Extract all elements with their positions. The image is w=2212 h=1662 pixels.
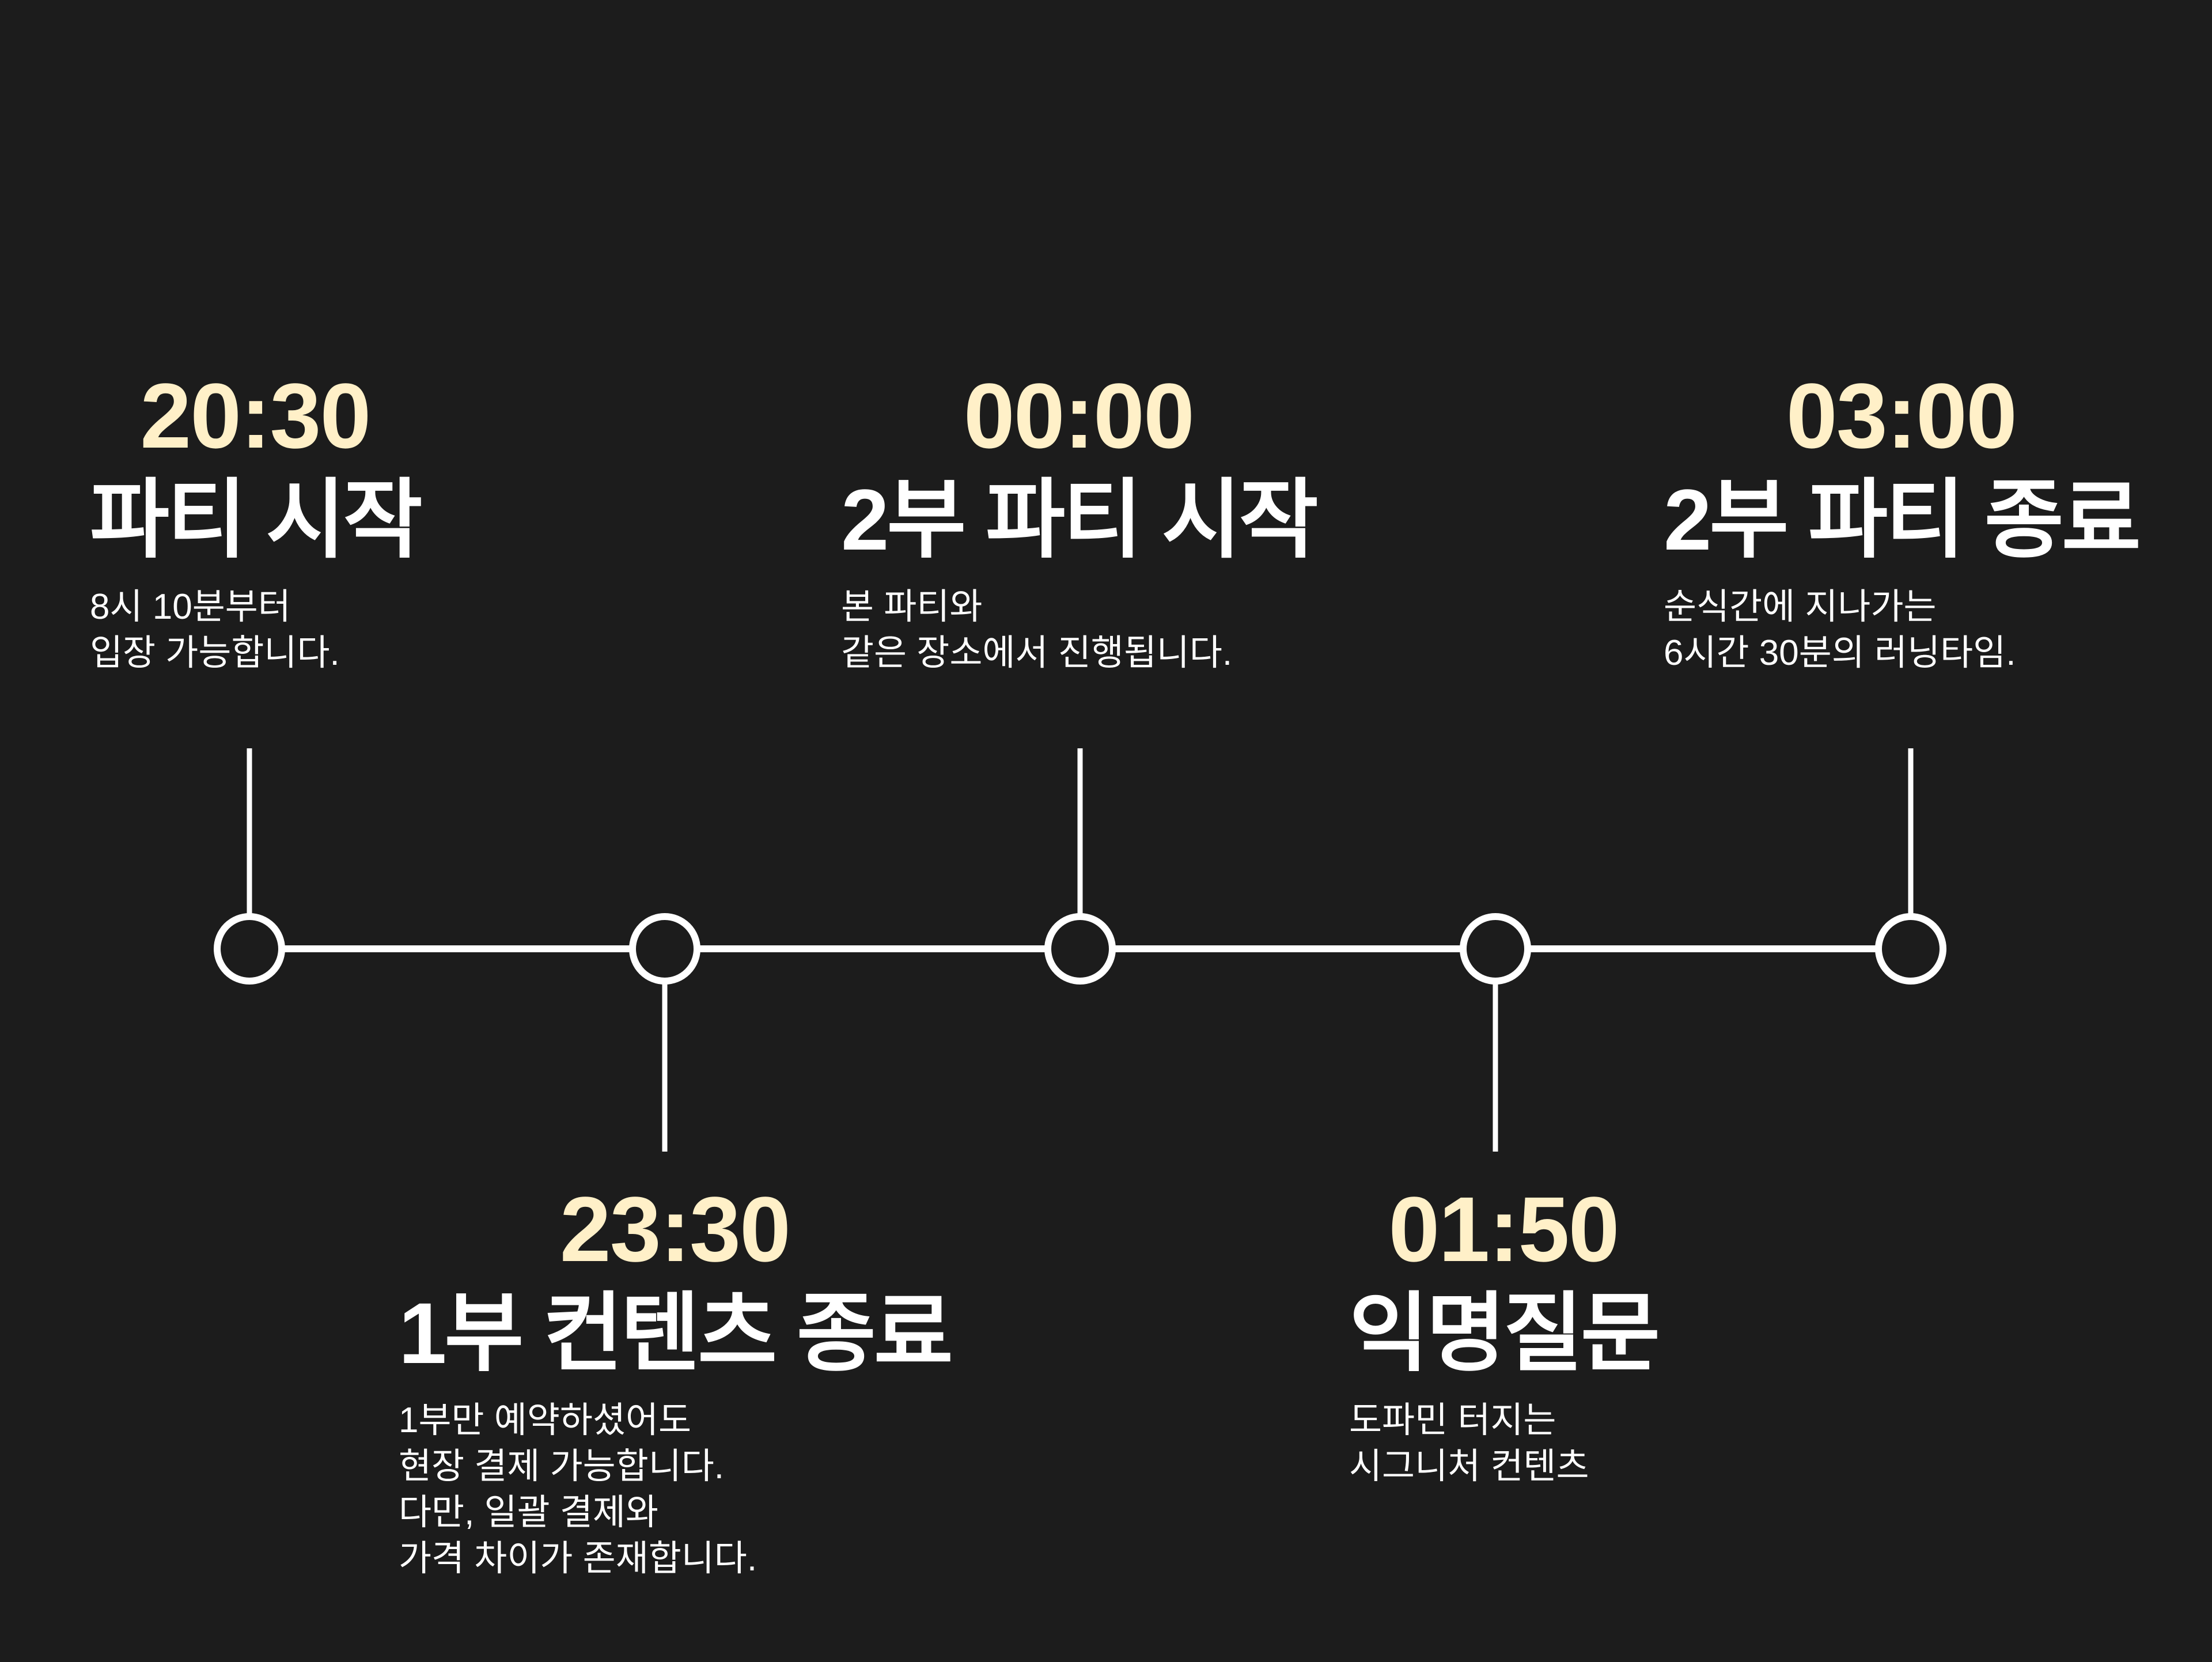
event-title: 2부 파티 종료	[1664, 471, 2141, 568]
event-description-line: 같은 장소에서 진행됩니다.	[841, 633, 1233, 673]
event-description-line: 본 파티와	[841, 587, 983, 627]
connector-line-5	[1908, 748, 1914, 918]
timeline-node-2030[interactable]	[214, 913, 285, 985]
event-description: 본 파티와 같은 장소에서 진행됩니다.	[841, 584, 1316, 676]
event-part2-start: 00:00 2부 파티 시작 본 파티와 같은 장소에서 진행됩니다.	[841, 364, 1319, 676]
event-description: 8시 10분부터 입장 가능합니다.	[90, 584, 421, 676]
event-title: 파티 시작	[90, 471, 423, 568]
event-time: 01:50	[1388, 1178, 1619, 1281]
event-description-line: 도파민 터지는	[1349, 1400, 1556, 1440]
connector-line-2	[662, 979, 668, 1152]
timeline-node-2330[interactable]	[629, 913, 700, 985]
timeline-node-0000[interactable]	[1044, 913, 1116, 985]
event-title: 1부 컨텐츠 종료	[399, 1285, 953, 1381]
event-description-line: 순식간에 지나가는	[1664, 587, 1937, 627]
event-title: 2부 파티 시작	[841, 471, 1319, 568]
event-time: 03:00	[1786, 364, 2017, 467]
event-description-line: 1부만 예약하셨어도	[399, 1400, 692, 1440]
event-description-line: 현장 결제 가능합니다.	[399, 1447, 725, 1486]
connector-line-4	[1493, 979, 1498, 1152]
connector-line-3	[1077, 748, 1083, 918]
event-description-line: 다만, 일괄 결제와	[399, 1493, 658, 1532]
event-time: 20:30	[140, 364, 371, 467]
event-description: 도파민 터지는 시그니처 컨텐츠	[1349, 1398, 1658, 1490]
event-description-line: 8시 10분부터	[90, 587, 291, 627]
event-description-line: 입장 가능합니다.	[90, 633, 340, 673]
event-part1-end: 23:30 1부 컨텐츠 종료 1부만 예약하셨어도 현장 결제 가능합니다. …	[399, 1178, 953, 1582]
timeline-node-0300[interactable]	[1875, 913, 1946, 985]
event-description: 1부만 예약하셨어도 현장 결제 가능합니다. 다만, 일괄 결제와 가격 차이…	[399, 1398, 951, 1582]
connector-line-1	[247, 748, 252, 918]
event-anonymous-questions: 01:50 익명질문 도파민 터지는 시그니처 컨텐츠	[1349, 1178, 1660, 1490]
event-description-line: 시그니처 컨텐츠	[1349, 1447, 1589, 1486]
event-time: 00:00	[963, 364, 1195, 467]
event-description-line: 6시간 30분의 러닝타임.	[1664, 633, 2016, 673]
event-description-line: 가격 차이가 존재합니다.	[399, 1539, 757, 1578]
event-title: 익명질문	[1349, 1285, 1660, 1381]
event-party-start: 20:30 파티 시작 8시 10분부터 입장 가능합니다.	[90, 364, 423, 676]
event-description: 순식간에 지나가는 6시간 30분의 러닝타임.	[1664, 584, 2139, 676]
event-time: 23:30	[559, 1178, 791, 1281]
event-part2-end: 03:00 2부 파티 종료 순식간에 지나가는 6시간 30분의 러닝타임.	[1664, 364, 2141, 676]
timeline-node-0150[interactable]	[1460, 913, 1531, 985]
